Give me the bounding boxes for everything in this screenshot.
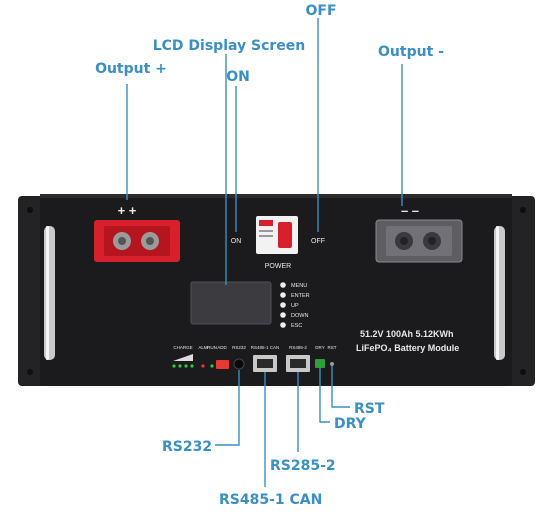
menu-button-down[interactable]: DOWN	[280, 312, 308, 319]
negative-sign-label: – –	[401, 203, 419, 218]
switch-on-label: ON	[231, 238, 242, 245]
port-label-charge: CHARGE	[173, 345, 192, 350]
callout-output-plus: Output +	[95, 61, 167, 77]
soc-led	[172, 364, 176, 368]
callout-rs485-1-can: RS485-1 CAN	[219, 492, 322, 508]
negative-terminal-icon: – –	[375, 203, 463, 263]
leader-rst	[331, 366, 350, 408]
run-led	[210, 364, 214, 368]
spec-line-2: LiFePO₄ Battery Module	[356, 343, 459, 353]
callout-rst: RST	[354, 401, 385, 417]
callout-off: OFF	[305, 3, 336, 19]
positive-terminal-icon: + +	[94, 203, 180, 262]
svg-text:UP: UP	[291, 303, 299, 309]
callout-rs232: RS232	[162, 439, 212, 455]
port-label-add: ADD	[217, 345, 227, 350]
svg-text:ESC: ESC	[291, 323, 302, 329]
callout-lines	[126, 18, 403, 487]
charge-gauge-icon	[173, 354, 193, 361]
port-label-rs485-1-can: RS485-1 CAN	[251, 345, 280, 350]
port-row: CHARGE ALM RUN ADD RS232 RS485-1 CAN RS4…	[172, 345, 337, 372]
alarm-led	[201, 364, 205, 368]
rj45-port-icon[interactable]	[253, 355, 277, 372]
address-dip-switch[interactable]	[216, 360, 229, 369]
left-handle-icon	[44, 226, 55, 360]
menu-button-up[interactable]: UP	[280, 302, 299, 309]
menu-button-esc[interactable]: ESC	[280, 322, 302, 329]
callout-rs285-2: RS285-2	[270, 458, 336, 474]
lcd-screen-icon	[190, 281, 272, 325]
callout-lcd-display-screen: LCD Display Screen	[153, 38, 306, 54]
menu-button-menu[interactable]: MENU	[280, 282, 307, 289]
soc-led	[178, 364, 182, 368]
right-handle-icon	[494, 226, 505, 360]
switch-off-label: OFF	[311, 238, 325, 245]
port-label-dry: DRY	[315, 345, 324, 350]
port-label-run: RUN	[207, 345, 217, 350]
rj45-port-icon[interactable]	[286, 355, 310, 372]
soc-led	[184, 364, 188, 368]
power-label: POWER	[265, 263, 291, 270]
svg-text:MENU: MENU	[291, 283, 307, 289]
port-label-rs232: RS232	[232, 345, 246, 350]
positive-sign-label: + +	[118, 203, 137, 218]
reset-button[interactable]	[330, 362, 334, 366]
spec-line-1: 51.2V 100Ah 5.12KWh	[360, 329, 454, 339]
port-label-rst: RST	[328, 345, 337, 350]
right-mount-ear	[505, 196, 535, 386]
svg-text:DOWN: DOWN	[291, 313, 308, 319]
menu-button-enter[interactable]: ENTER	[280, 292, 310, 299]
leader-rs232	[215, 370, 240, 446]
callout-labels: OFF LCD Display Screen ON Output + Outpu…	[95, 3, 444, 508]
port-label-alm: ALM	[198, 345, 208, 350]
callout-dry: DRY	[334, 416, 367, 432]
leader-dry	[319, 368, 330, 423]
dry-contact-terminal[interactable]	[315, 359, 325, 368]
port-label-rs485-2: RS485-2	[289, 345, 307, 350]
menu-buttons: MENU ENTER UP DOWN ESC	[280, 282, 310, 329]
callout-on: ON	[226, 69, 250, 85]
rs232-port-icon[interactable]	[233, 358, 245, 370]
callout-output-minus: Output -	[378, 44, 444, 60]
svg-text:ENTER: ENTER	[291, 293, 310, 299]
breaker-switch-icon: ON OFF POWER	[231, 216, 325, 270]
soc-led	[190, 364, 194, 368]
